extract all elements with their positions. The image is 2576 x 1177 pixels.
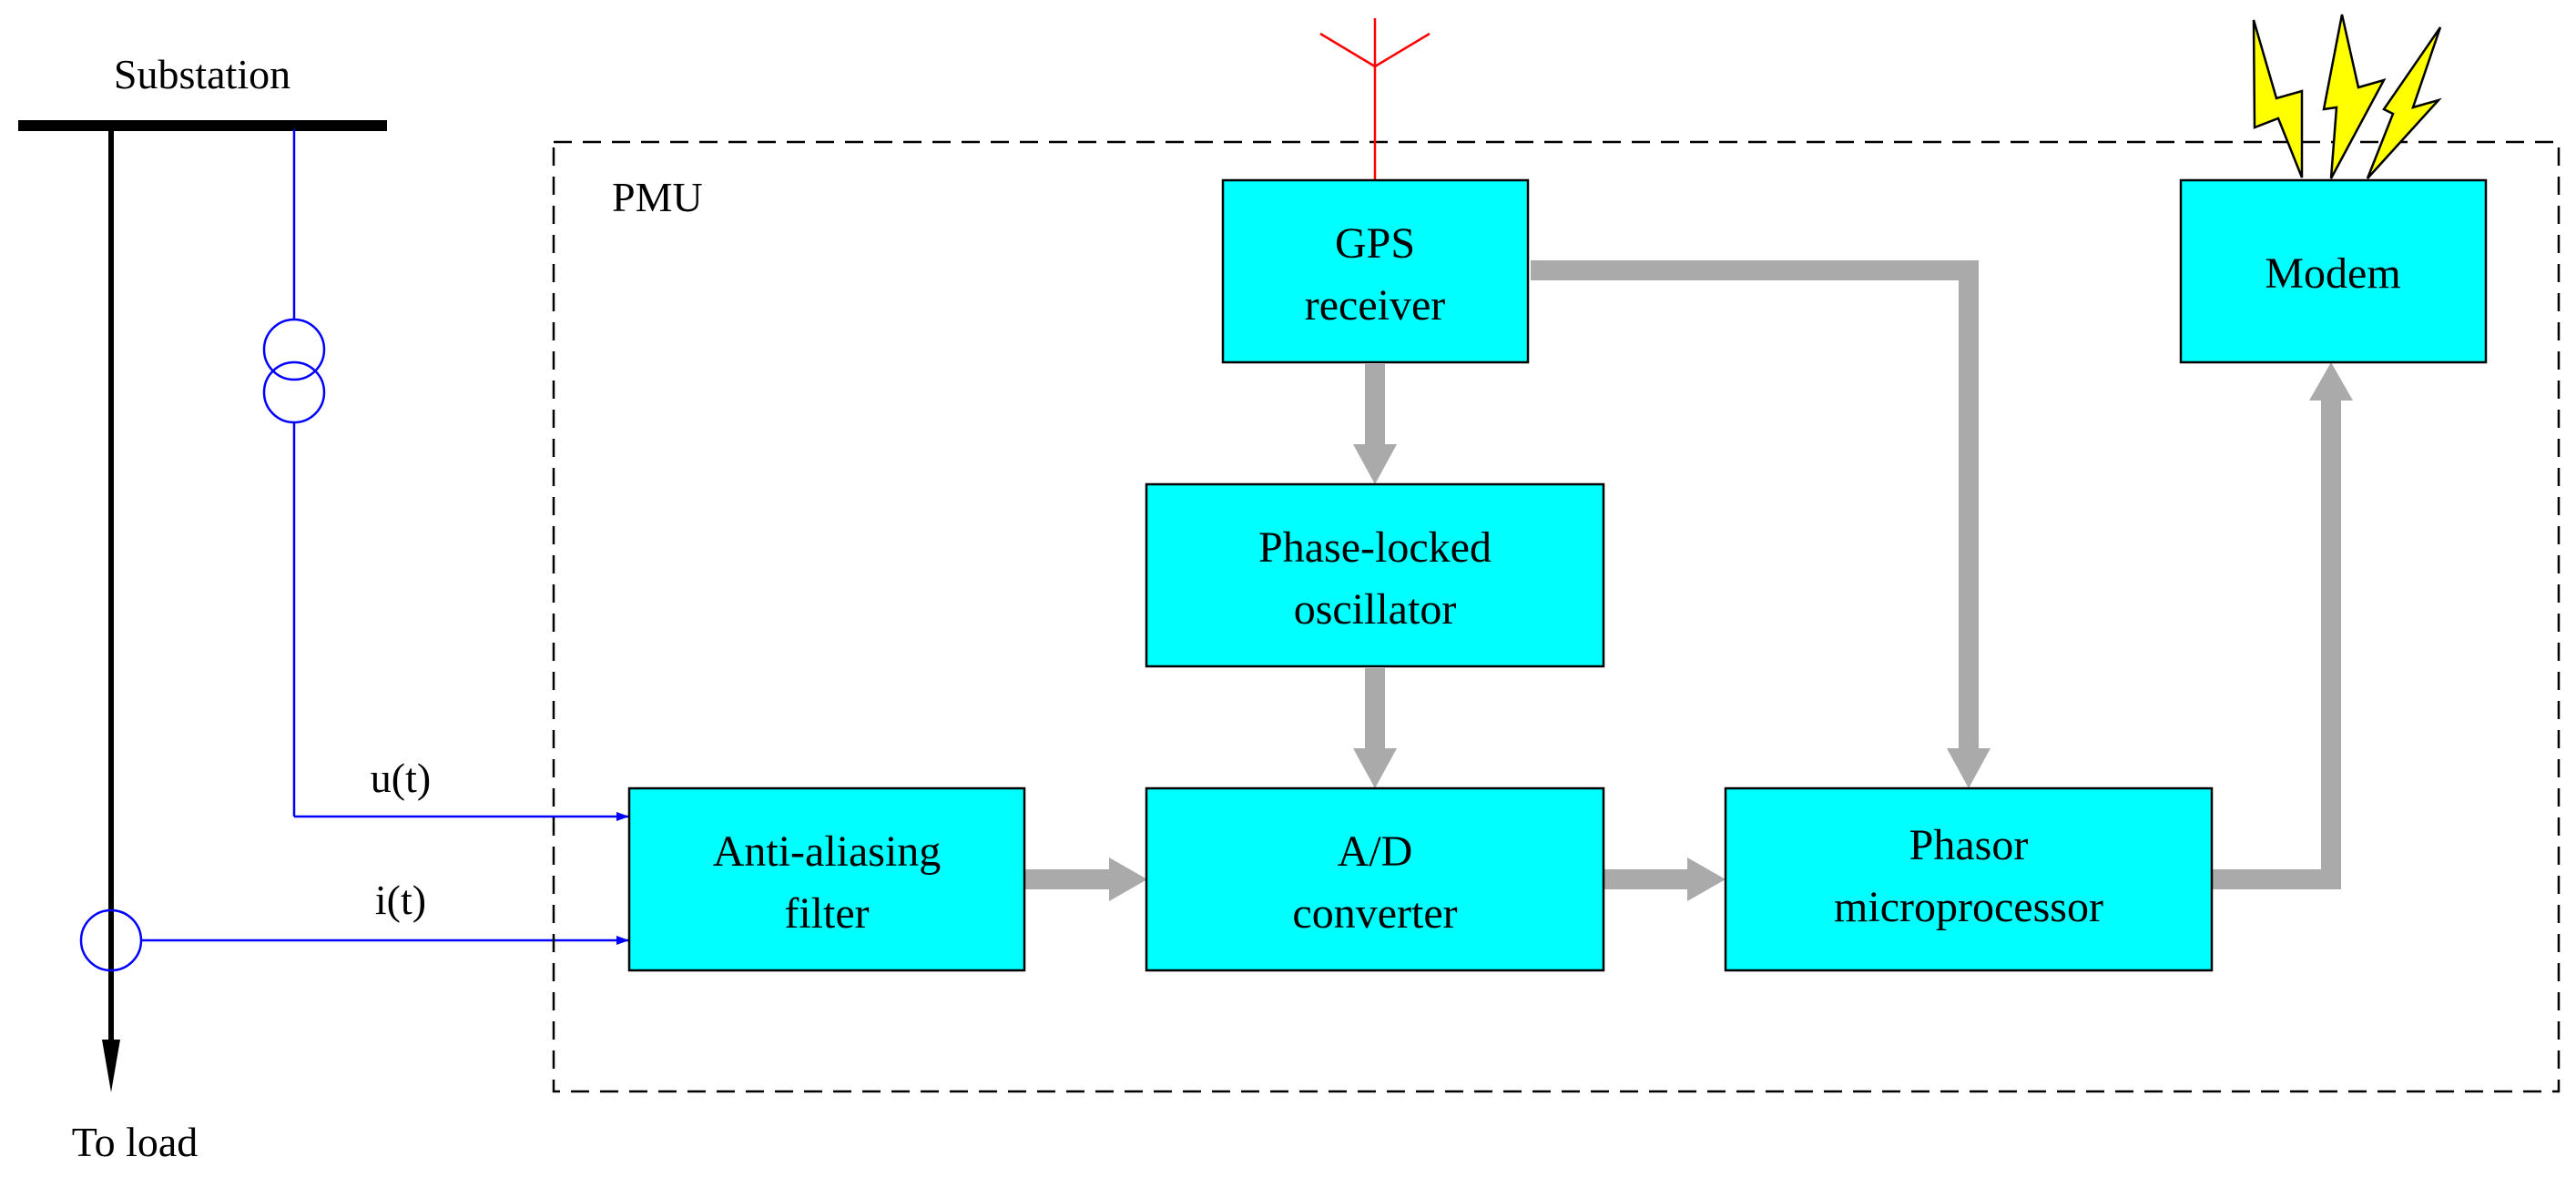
to-load-arrowhead	[102, 1040, 120, 1092]
adc-label-line2: converter	[1292, 889, 1457, 938]
modem-block	[2179, 178, 2488, 364]
antenna-icon	[1319, 18, 1431, 180]
gps-receiver-label-line1: GPS	[1335, 219, 1415, 268]
anti-aliasing-filter-block	[627, 786, 1026, 972]
modem-label: Modem	[2265, 249, 2400, 298]
pll-label-line1: Phase-locked	[1258, 523, 1492, 572]
current-signal-label: i(t)	[375, 877, 426, 923]
phasor-to-modem-arrow	[2212, 401, 2341, 889]
phase-locked-oscillator-block	[1145, 482, 1605, 668]
pmu-label: PMU	[612, 174, 703, 220]
adc-label-line1: A/D	[1338, 827, 1413, 876]
phasor-label-line1: Phasor	[1909, 821, 2029, 869]
current-transformer	[79, 908, 629, 972]
pll-label-line2: oscillator	[1294, 585, 1457, 634]
lightning-icon	[2252, 14, 2442, 179]
to-load-label: To load	[72, 1119, 199, 1165]
data-arrowheads	[1109, 362, 2353, 901]
phasor-label-line2: microprocessor	[1834, 883, 2103, 931]
gps-to-phasor-arrow	[1531, 260, 1979, 748]
pmu-boundary	[552, 140, 2561, 1093]
filter-label-line1: Anti-aliasing	[713, 827, 942, 876]
voltage-transformer	[262, 129, 629, 821]
gps-receiver-label-line2: receiver	[1305, 281, 1446, 330]
ad-converter-block	[1145, 786, 1605, 972]
filter-label-line2: filter	[784, 889, 869, 938]
voltage-signal-label: u(t)	[371, 755, 431, 801]
substation-label: Substation	[114, 51, 290, 97]
phasor-microprocessor-block	[1724, 786, 2214, 972]
gps-receiver-block	[1221, 178, 1530, 364]
data-arrows	[1024, 260, 2341, 889]
